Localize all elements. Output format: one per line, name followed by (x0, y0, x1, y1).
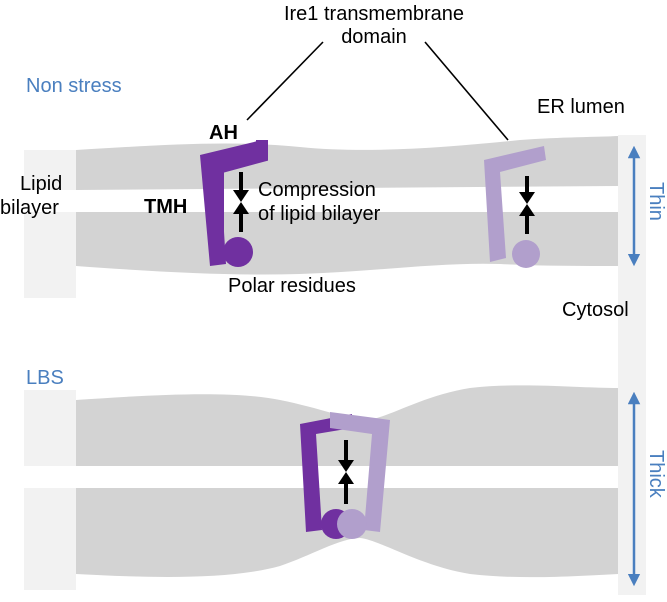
thick-label: Thick (645, 450, 667, 499)
polar-residue-dark (223, 237, 253, 267)
thin-label: Thin (645, 182, 667, 221)
right-strip (618, 135, 646, 595)
bilayer-label: bilayer (0, 197, 59, 219)
ire1-tmd-light-top (484, 146, 546, 268)
left-strip-bottom (24, 390, 76, 590)
polar-residue-light (512, 240, 540, 268)
compression-arrows-left (233, 172, 249, 232)
ire1-dimer-light (330, 412, 390, 532)
left-strip-top (24, 150, 76, 298)
non-stress-label: Non stress (26, 75, 122, 97)
ire1-tmd-dark-top (200, 140, 268, 267)
compression-arrows-right (519, 176, 535, 234)
ire1-tmd-dimer-bottom (300, 412, 390, 539)
polar-residues-label: Polar residues (228, 275, 356, 297)
lipid-label: Lipid (20, 173, 62, 195)
tmh-label: TMH (144, 196, 187, 218)
title-callout-right (424, 41, 509, 141)
thin-midplane-band (24, 190, 618, 212)
ire1-light-body (484, 146, 546, 262)
thick-midplane-band (24, 466, 618, 488)
ire1-dark-body (200, 140, 264, 266)
compression-arrows-bottom (338, 440, 354, 504)
ah-label: AH (209, 122, 238, 144)
er-lumen-label: ER lumen (537, 96, 625, 118)
compression-line-2: of lipid bilayer (258, 203, 381, 225)
title-line-1: Ire1 transmembrane (284, 3, 464, 25)
ire1-dimer-dark (300, 414, 352, 532)
polar-residue-dimer-light (337, 509, 367, 539)
compression-line-1: Compression (258, 179, 376, 201)
cytosol-label: Cytosol (562, 299, 629, 321)
lbs-label: LBS (26, 367, 64, 389)
title-line-2: domain (341, 26, 407, 48)
title-callout-left (246, 41, 324, 121)
